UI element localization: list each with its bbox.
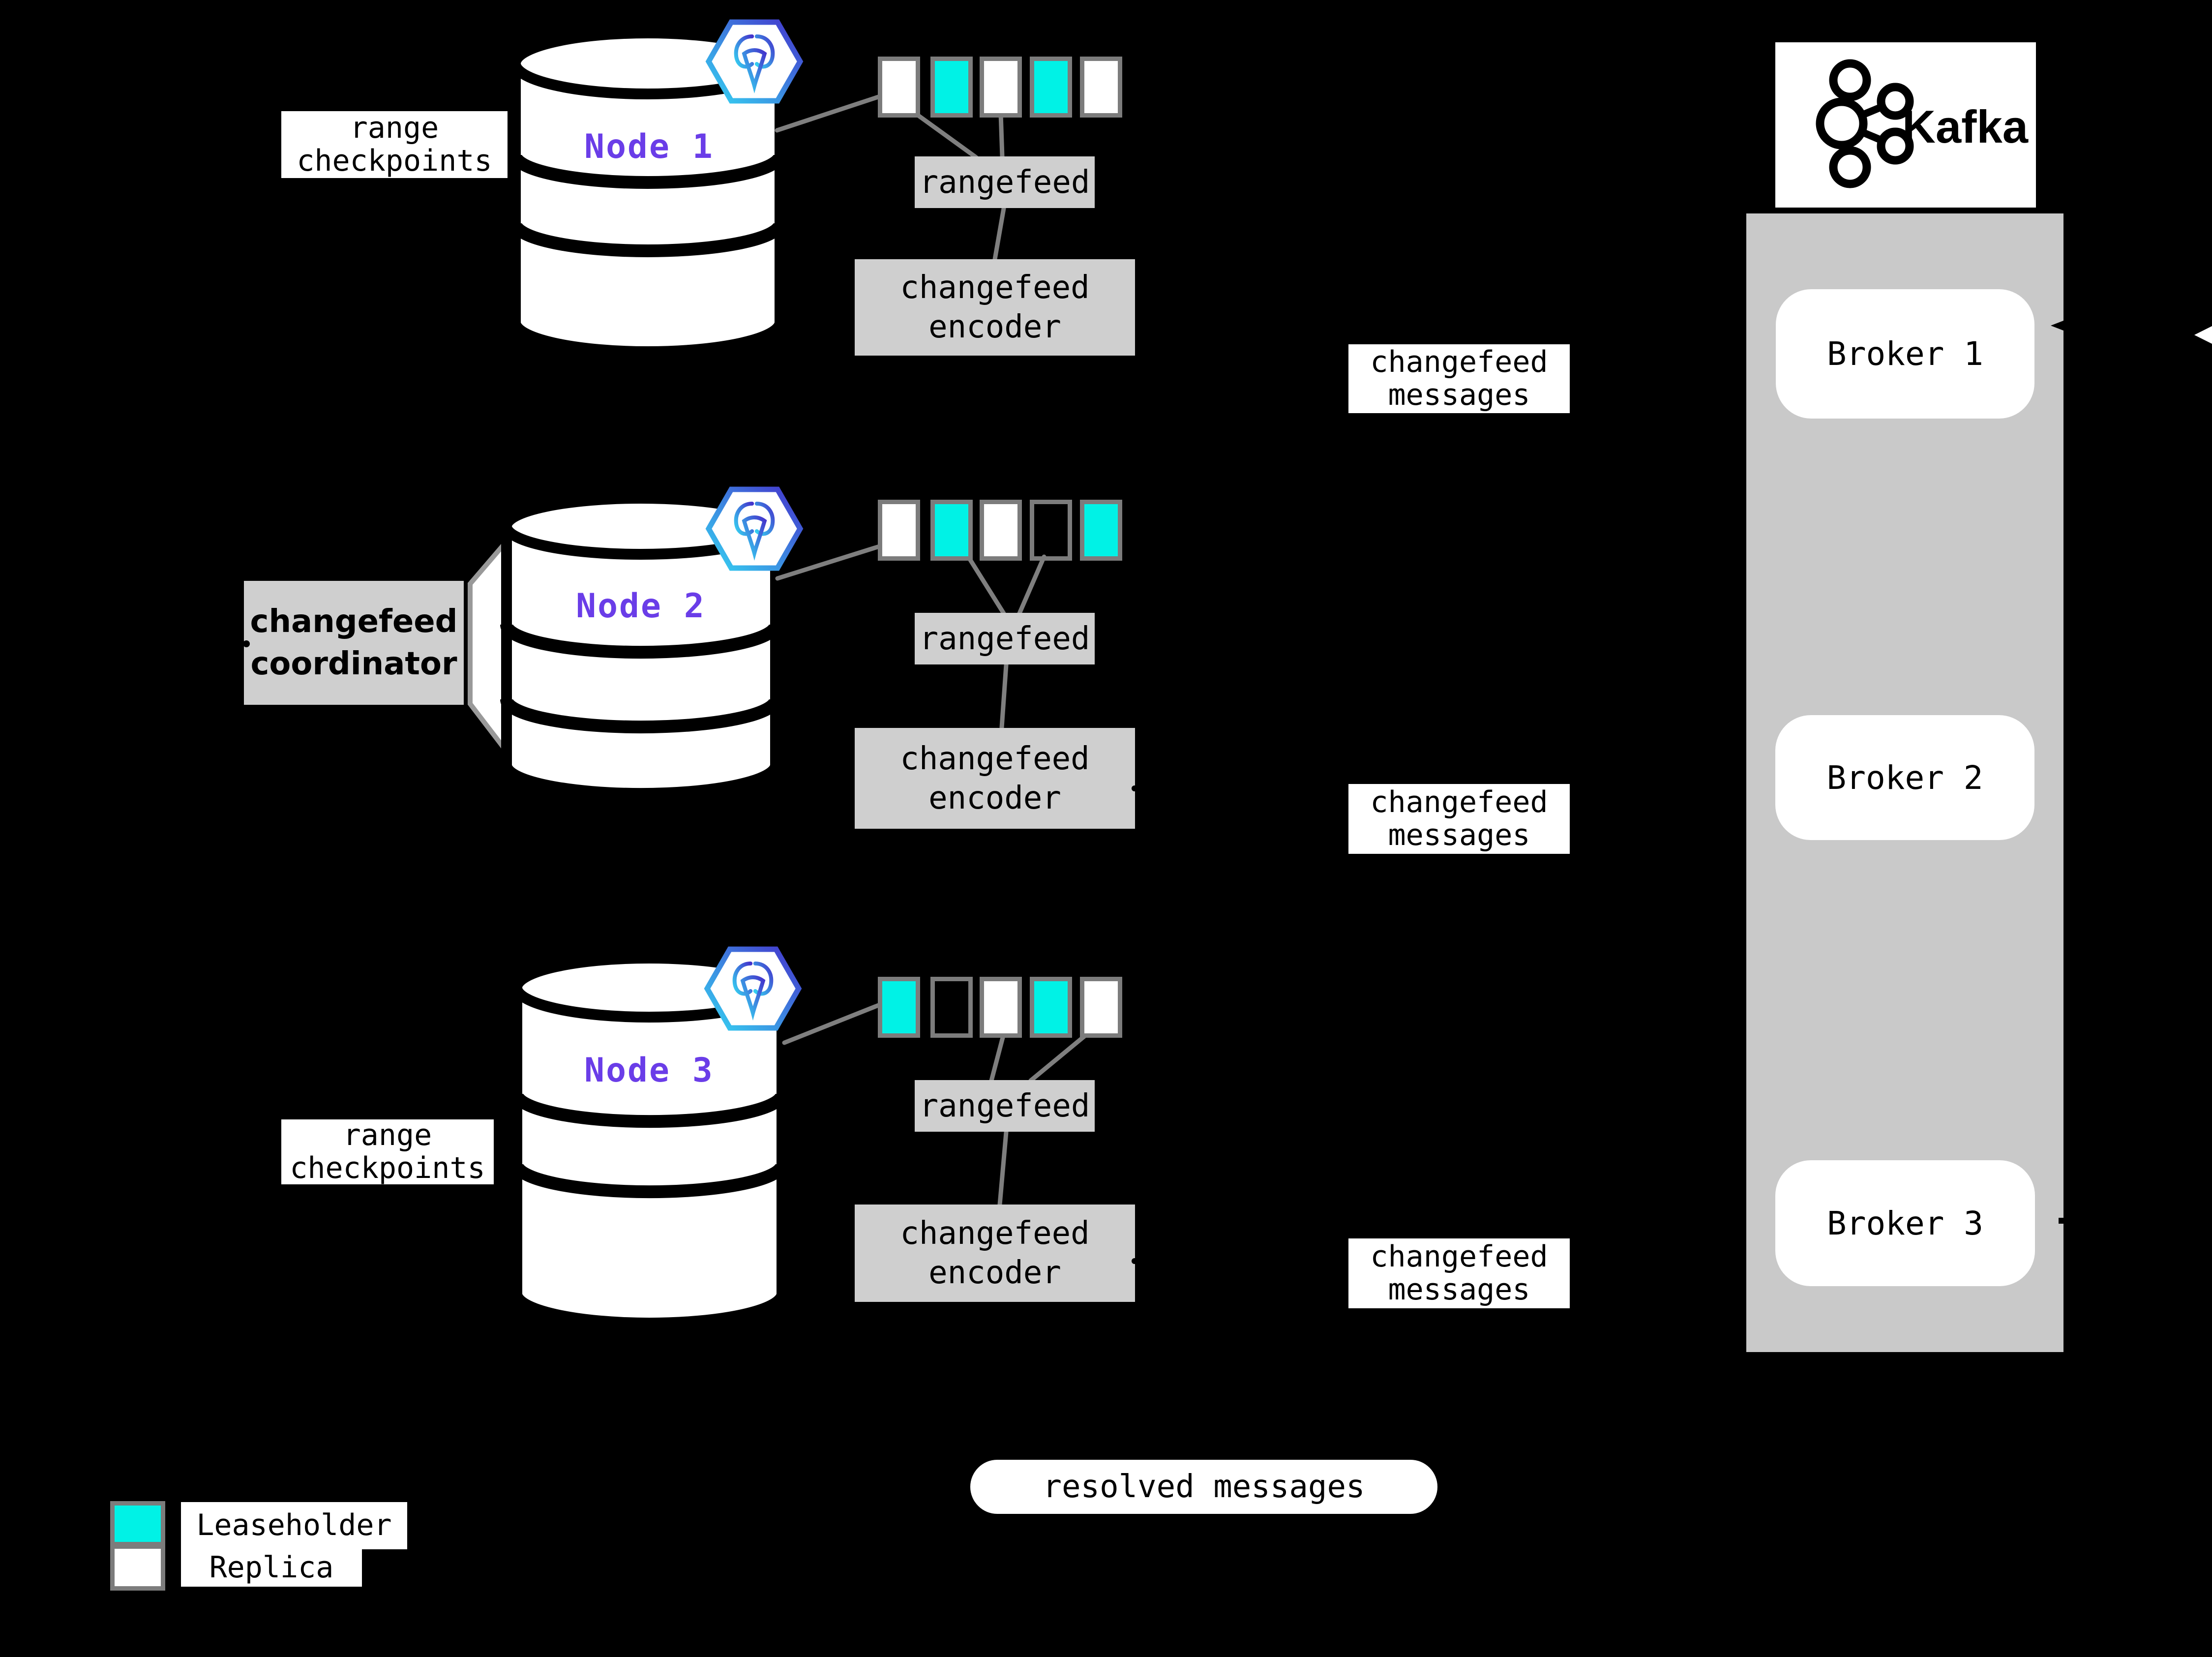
changefeed-coordinator-box: changefeed coordinator bbox=[244, 581, 464, 705]
node1-label: Node 1 bbox=[584, 127, 714, 166]
changefeed-messages-label-3: changefeed messages bbox=[1348, 1238, 1570, 1308]
node3-label: Node 3 bbox=[584, 1051, 714, 1090]
range-checkpoints-line2: checkpoints bbox=[297, 144, 492, 178]
range-checkpoints-label-node3: range checkpoints bbox=[281, 1117, 494, 1185]
messages-line1: changefeed bbox=[1370, 784, 1548, 819]
node2-cylinder bbox=[500, 493, 782, 799]
range-box bbox=[930, 57, 973, 118]
rangefeed-label: rangefeed bbox=[919, 164, 1090, 201]
messages-line1: changefeed bbox=[1370, 1239, 1548, 1274]
encoder-line1: changefeed bbox=[900, 740, 1090, 777]
legend-swatch-leaseholder bbox=[110, 1501, 165, 1546]
resolved-messages-pill: resolved messages bbox=[970, 1460, 1437, 1514]
coordinator-line2: coordinator bbox=[250, 646, 457, 682]
legend-swatch-replica bbox=[110, 1544, 165, 1591]
range-checkpoints-label-node1: range checkpoints bbox=[281, 111, 508, 178]
encoder-line1: changefeed bbox=[900, 270, 1090, 306]
range-box bbox=[980, 977, 1022, 1038]
messages-line2: messages bbox=[1388, 378, 1530, 412]
range-box bbox=[930, 500, 973, 561]
range-checkpoints-line2: checkpoints bbox=[290, 1151, 485, 1185]
broker-2: Broker 2 bbox=[1775, 715, 2034, 840]
range-box bbox=[930, 977, 973, 1038]
range-box bbox=[1080, 500, 1122, 561]
range-box bbox=[980, 500, 1022, 561]
broker-1-label: Broker 1 bbox=[1827, 335, 1983, 373]
encoder-line2: encoder bbox=[928, 1255, 1061, 1291]
node3-cylinder bbox=[510, 953, 788, 1329]
encoder-line1: changefeed bbox=[900, 1215, 1090, 1252]
cockroachdb-icon bbox=[704, 946, 802, 1031]
rangefeed-box-node2: rangefeed bbox=[915, 613, 1095, 664]
messages-line2: messages bbox=[1388, 1272, 1530, 1307]
rangefeed-label: rangefeed bbox=[919, 1087, 1090, 1124]
range-box bbox=[1030, 977, 1072, 1038]
broker-3: Broker 3 bbox=[1775, 1160, 2035, 1286]
node2-label: Node 2 bbox=[576, 586, 706, 626]
changefeed-encoder-box-node3: changefeed encoder bbox=[855, 1205, 1135, 1302]
range-box bbox=[980, 57, 1022, 118]
rangefeed-label: rangefeed bbox=[919, 620, 1090, 657]
encoder-line2: encoder bbox=[928, 780, 1061, 816]
messages-line1: changefeed bbox=[1370, 344, 1548, 379]
legend-leaseholder-text: Leaseholder bbox=[196, 1508, 392, 1543]
range-box bbox=[878, 500, 920, 561]
rangefeed-box-node1: rangefeed bbox=[915, 156, 1095, 208]
edge-arrowhead-icon bbox=[2194, 326, 2212, 344]
resolved-messages-label: resolved messages bbox=[1043, 1469, 1365, 1505]
legend-label-leaseholder: Leaseholder bbox=[181, 1502, 407, 1549]
changefeed-messages-label-2: changefeed messages bbox=[1348, 784, 1570, 854]
node1-cylinder bbox=[509, 28, 786, 357]
changefeed-encoder-box-node2: changefeed encoder bbox=[855, 728, 1135, 829]
changefeed-messages-label-1: changefeed messages bbox=[1348, 344, 1570, 413]
broker-2-label: Broker 2 bbox=[1826, 758, 1983, 797]
cockroachdb-icon bbox=[705, 486, 804, 571]
encoder-line2: encoder bbox=[928, 309, 1061, 345]
rangefeed-box-node3: rangefeed bbox=[915, 1080, 1095, 1132]
coordinator-line1: changefeed bbox=[250, 603, 458, 640]
range-checkpoints-line1: range bbox=[343, 1117, 432, 1152]
range-box bbox=[1080, 57, 1122, 118]
broker-1: Broker 1 bbox=[1776, 289, 2034, 419]
cockroachdb-icon bbox=[705, 19, 804, 104]
legend-label-replica: Replica bbox=[181, 1549, 362, 1587]
range-checkpoints-line1: range bbox=[350, 110, 439, 145]
broker-3-label: Broker 3 bbox=[1827, 1204, 1983, 1242]
range-box bbox=[878, 977, 920, 1038]
range-box bbox=[1080, 977, 1122, 1038]
changefeed-encoder-box-node1: changefeed encoder bbox=[855, 259, 1135, 356]
kafka-wordmark: Kafka bbox=[1902, 101, 2029, 152]
messages-line2: messages bbox=[1388, 818, 1530, 852]
range-box bbox=[878, 57, 920, 118]
kafka-logo-box: Kafka bbox=[1775, 42, 2036, 208]
legend-replica-text: Replica bbox=[209, 1550, 334, 1585]
range-box bbox=[1030, 500, 1072, 561]
range-box bbox=[1030, 57, 1072, 118]
coordinator-flag bbox=[468, 532, 511, 761]
